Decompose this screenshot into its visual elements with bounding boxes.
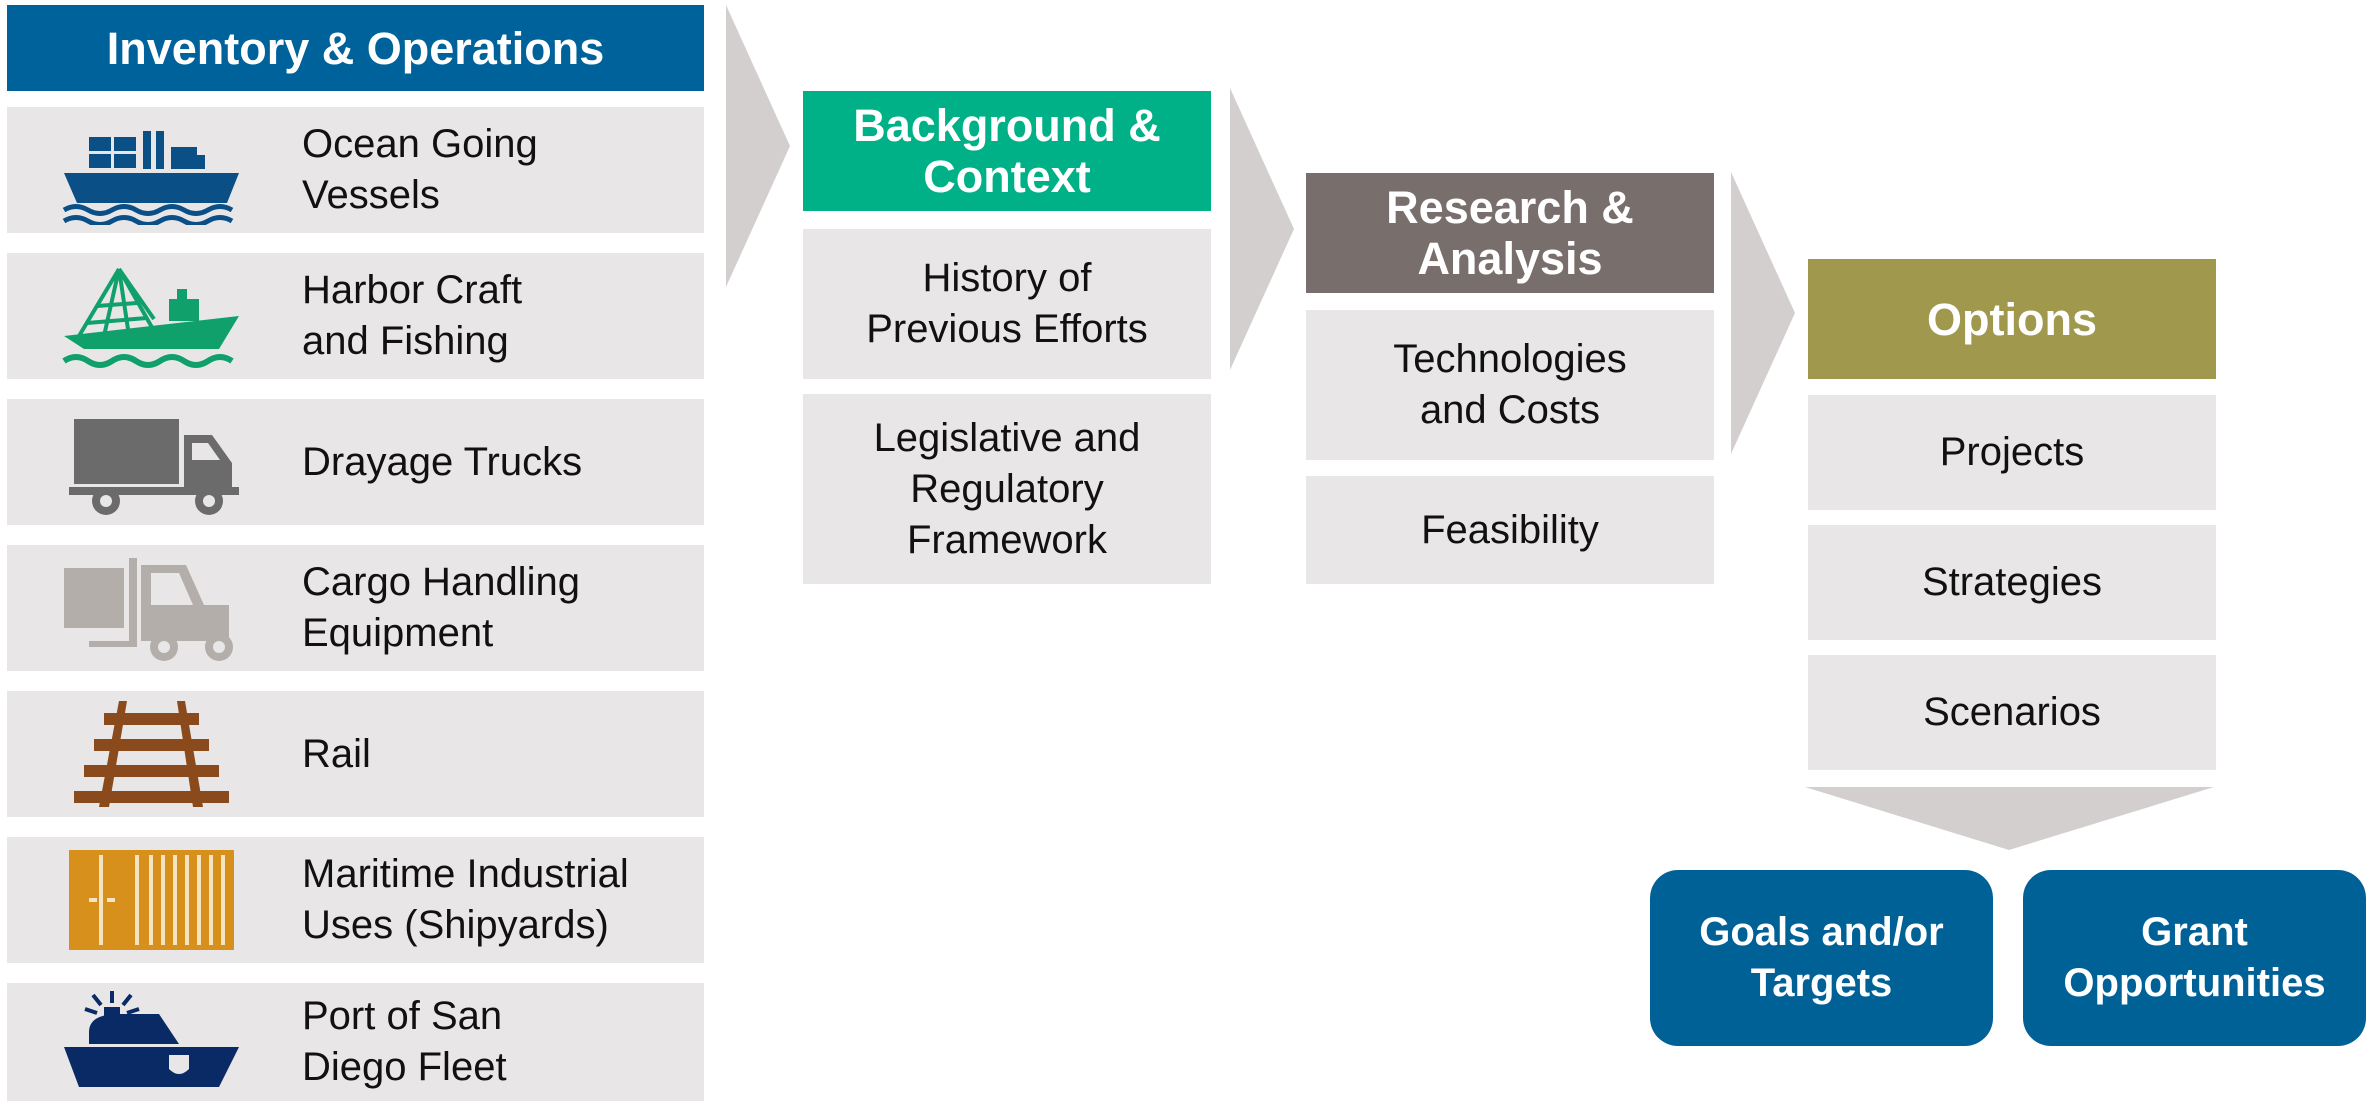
options-item-strategies: Strategies	[1808, 525, 2216, 640]
options-item-projects: Projects	[1808, 395, 2216, 510]
arrow-research-to-options	[1731, 172, 1795, 454]
patrol-boat-icon	[64, 991, 239, 1087]
inventory-item-label: Cargo Handling Equipment	[302, 560, 580, 655]
arrow-options-to-outcomes	[1805, 787, 2214, 850]
inventory-header: Inventory & Operations	[7, 5, 704, 91]
background-title: Background & Context	[853, 100, 1161, 202]
forklift-icon	[64, 558, 233, 661]
inventory-item-port-fleet: Port of San Diego Fleet	[7, 983, 704, 1101]
shipping-container-icon	[69, 850, 234, 950]
background-header: Background & Context	[803, 91, 1211, 211]
options-item-label: Projects	[1939, 430, 2085, 474]
goals-targets-box: Goals and/or Targets	[1650, 870, 1993, 1046]
grant-opportunities-box: Grant Opportunities	[2023, 870, 2366, 1046]
background-item-history: History of Previous Efforts	[803, 229, 1211, 379]
options-header: Options	[1808, 259, 2216, 379]
inventory-item-label: Drayage Trucks	[302, 439, 583, 484]
research-item-label: Technologies and Costs	[1393, 337, 1627, 432]
options-item-scenarios: Scenarios	[1808, 655, 2216, 770]
fishing-boat-icon	[62, 267, 239, 368]
research-item-feasibility: Feasibility	[1306, 476, 1714, 584]
research-item-technologies: Technologies and Costs	[1306, 310, 1714, 460]
cargo-ship-icon	[62, 131, 239, 225]
inventory-title: Inventory & Operations	[106, 22, 605, 74]
background-item-label: History of Previous Efforts	[866, 256, 1148, 351]
background-item-legislative: Legislative and Regulatory Framework	[803, 394, 1211, 584]
research-item-label: Feasibility	[1421, 507, 1599, 552]
rail-track-icon	[74, 701, 229, 807]
options-item-label: Strategies	[1921, 560, 2103, 604]
inventory-item-label: Port of San Diego Fleet	[302, 994, 507, 1089]
inventory-item-label: Ocean Going Vessels	[302, 122, 538, 217]
options-title: Options	[1927, 293, 2097, 345]
inventory-item-rail: Rail	[7, 691, 704, 817]
background-item-label: Legislative and Regulatory Framework	[873, 415, 1141, 562]
outcome-label: Grant Opportunities	[2063, 910, 2326, 1005]
inventory-item-label: Harbor Craft and Fishing	[302, 268, 523, 363]
research-title: Research & Analysis	[1386, 182, 1634, 284]
inventory-item-ocean-going-vessels: Ocean Going Vessels	[7, 107, 704, 233]
options-item-label: Scenarios	[1923, 690, 2101, 734]
arrow-inventory-to-background	[726, 5, 790, 287]
inventory-item-label: Rail	[302, 731, 371, 776]
research-header: Research & Analysis	[1306, 173, 1714, 293]
outcome-label: Goals and/or Targets	[1699, 910, 1944, 1005]
inventory-item-maritime-industrial: Maritime Industrial Uses (Shipyards)	[7, 837, 704, 963]
inventory-item-harbor-craft: Harbor Craft and Fishing	[7, 253, 704, 379]
truck-icon	[69, 419, 239, 515]
inventory-item-drayage-trucks: Drayage Trucks	[7, 399, 704, 525]
arrow-background-to-research	[1230, 88, 1294, 370]
inventory-item-cargo-handling: Cargo Handling Equipment	[7, 545, 704, 671]
inventory-item-label: Maritime Industrial Uses (Shipyards)	[302, 852, 629, 947]
